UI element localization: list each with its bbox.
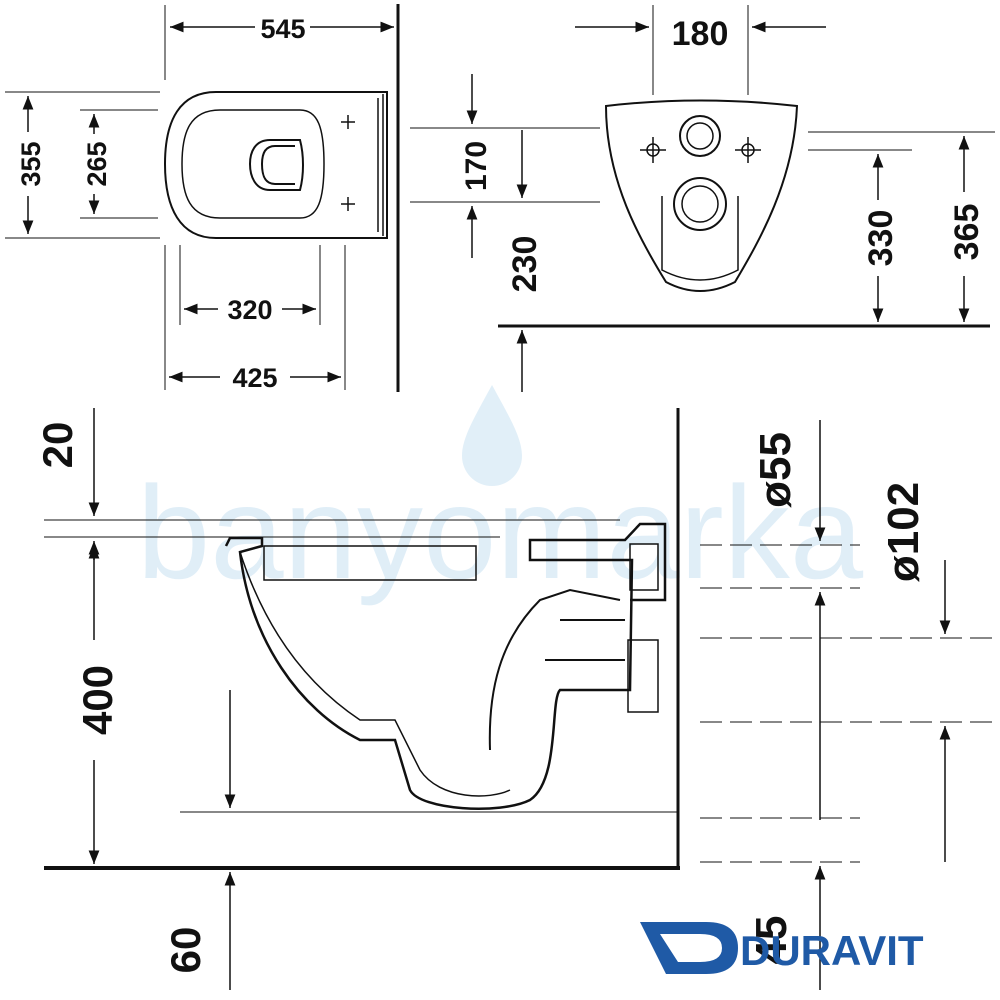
brand-logo: DURAVIT [640,922,924,974]
dim-fixing-spacing: 180 [672,15,729,53]
top-view-drain [248,139,304,191]
dim-outlet-diameter: ø102 [879,482,928,582]
top-view-bowl-inner [181,109,325,219]
dim-top-offset: 20 [34,422,81,469]
rear-view-fixing-marks [640,137,761,163]
side-view-inlet-pipe [629,543,659,591]
dim-inlet-diameter: ø55 [751,432,800,508]
top-view-seat-hinge [377,94,384,236]
dim-center-height: 330 [862,210,900,267]
top-view-bowl-outline [163,91,388,239]
dim-fixing-length: 425 [232,363,277,393]
dim-floor-offset: 60 [162,927,209,974]
watermark-drop-icon [462,385,522,486]
side-view-bowl-inner [239,551,511,797]
side-view: 20 400 60 ø55 ø102 45 [34,408,995,990]
watermark: banyomarka [137,385,864,606]
dim-overall-length: 545 [260,14,305,44]
dim-overall-width: 355 [16,141,46,186]
side-view-seat [263,545,477,581]
side-view-bowl-outline [224,522,667,810]
duravit-logo-icon [640,922,738,974]
rear-view-inlet-circle [679,115,721,157]
side-view-trap [488,588,625,751]
side-view-outlet-pipe [627,639,659,713]
top-view: 545 355 265 320 425 [5,4,400,393]
dim-top-height: 365 [948,204,986,261]
dim-seat-width: 265 [82,141,112,186]
top-view-fixing-marks [341,115,355,211]
brand-name: DURAVIT [740,927,924,974]
dim-outlet-height: 230 [506,236,544,293]
dim-rim-height: 400 [74,665,121,735]
dim-fixing-height: 170 [460,141,493,191]
dim-outlet-offset: 45 [747,916,796,965]
rear-view-inner [661,196,739,281]
rear-view: 180 170 230 330 365 [410,5,995,392]
dim-bowl-length: 320 [227,295,272,325]
rear-view-outline [604,99,799,292]
rear-view-outlet-circle [673,177,727,231]
